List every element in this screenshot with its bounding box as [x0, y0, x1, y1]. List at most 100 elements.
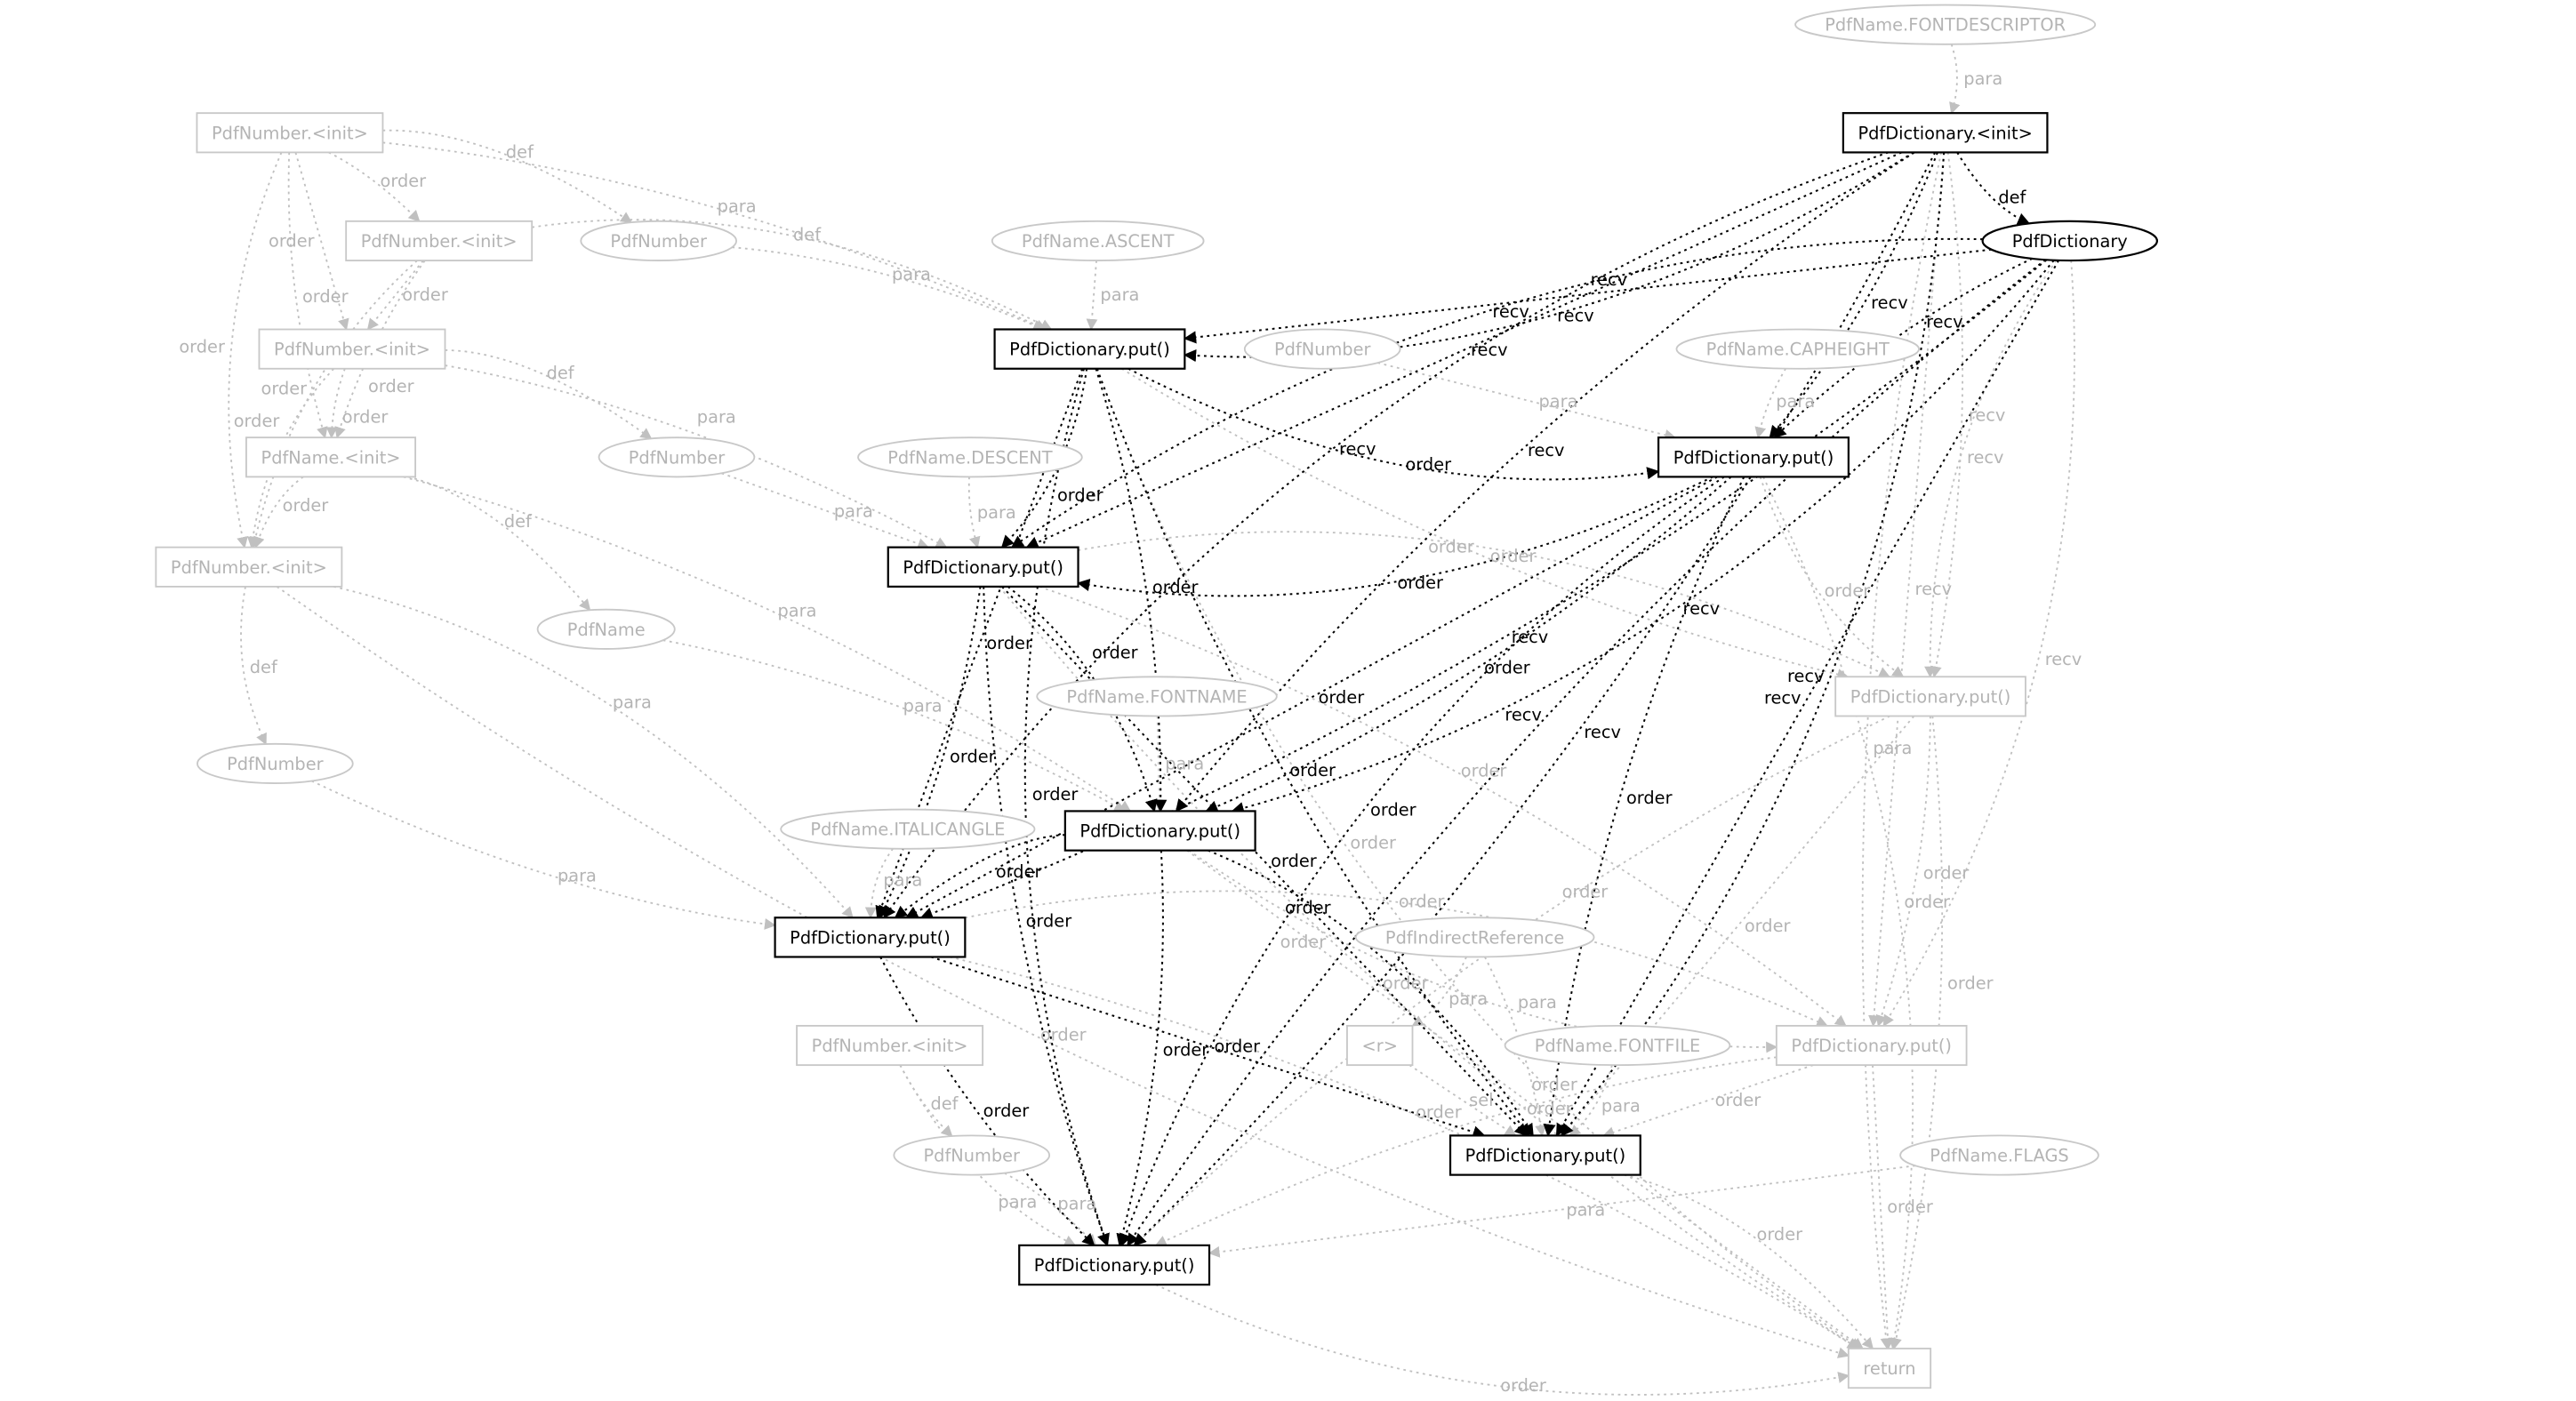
node-label: PdfName.ASCENT — [1022, 231, 1175, 252]
node-label: PdfName.FONTNAME — [1066, 686, 1247, 707]
value-node[interactable]: PdfNumber — [580, 220, 738, 262]
edge-label: order — [1405, 454, 1451, 475]
edge-order — [366, 260, 424, 331]
method-node[interactable]: return — [1847, 1348, 1932, 1389]
value-node[interactable]: PdfName.FONTFILE — [1504, 1024, 1731, 1067]
node-box — [1842, 112, 2049, 154]
value-node[interactable]: PdfIndirectReference — [1354, 917, 1595, 958]
node-label: return — [1863, 1358, 1915, 1379]
method-node[interactable]: PdfNumber.<init> — [155, 546, 343, 588]
edge-order — [1624, 1173, 1874, 1349]
value-node[interactable]: PdfName.FONTDESCRIPTOR — [1794, 4, 2097, 45]
edge-label: para — [903, 695, 943, 716]
edge-label: order — [983, 1101, 1030, 1121]
edge-label: recv — [1915, 579, 1953, 599]
edge-label: para — [1963, 68, 2002, 89]
value-node[interactable]: PdfName.FLAGS — [1899, 1134, 2099, 1176]
method-node[interactable]: PdfNumber.<init> — [345, 220, 534, 262]
edge-order — [1001, 586, 1528, 1137]
edge-label: order — [1397, 572, 1443, 593]
edge-label: order — [1280, 932, 1327, 952]
edge-label: def — [930, 1093, 959, 1114]
edge-label: order — [1289, 760, 1336, 781]
method-node[interactable]: PdfNumber.<init> — [258, 328, 446, 370]
edge-label: recv — [1471, 340, 1508, 360]
node-box — [993, 328, 1186, 370]
value-node[interactable]: PdfName.FONTNAME — [1036, 676, 1278, 717]
edge-order — [965, 890, 1828, 1028]
node-label: PdfName.FLAGS — [1930, 1146, 2068, 1166]
edge-label: recv — [1584, 722, 1621, 742]
node-box — [1018, 1244, 1211, 1286]
method-node[interactable]: PdfDictionary.put() — [993, 328, 1186, 370]
value-node[interactable]: PdfName — [536, 608, 676, 650]
method-node[interactable]: <r> — [1346, 1024, 1414, 1067]
node-label: PdfNumber — [1274, 340, 1371, 360]
edge-label: recv — [1926, 311, 1963, 332]
edge-para — [1377, 362, 1677, 441]
edge-label: para — [1776, 391, 1815, 412]
method-node[interactable]: PdfDictionary.put() — [1448, 1134, 1641, 1176]
node-label: PdfName.FONTDESCRIPTOR — [1825, 15, 2066, 36]
edge-label: order — [1428, 537, 1474, 557]
edge-label: order — [1215, 1036, 1261, 1056]
node-label: PdfDictionary.put() — [1465, 1146, 1626, 1166]
node-box — [196, 112, 384, 154]
method-node[interactable]: PdfDictionary.put() — [774, 917, 967, 958]
method-node[interactable]: PdfDictionary.put() — [1775, 1024, 1968, 1067]
edge-order — [328, 151, 421, 222]
edge-para — [732, 246, 1046, 331]
edge-label: para — [1165, 753, 1204, 773]
edge-label: order — [996, 861, 1042, 882]
edge-label: order — [1825, 580, 1871, 601]
value-node[interactable]: PdfNumber — [1243, 328, 1401, 370]
method-node[interactable]: PdfDictionary.put() — [1018, 1244, 1211, 1286]
node-label: PdfName.<init> — [261, 447, 401, 468]
edge-order — [1759, 476, 1905, 678]
edge-label: para — [1100, 284, 1139, 305]
value-node[interactable]: PdfNumber — [197, 742, 354, 785]
edge-para — [967, 476, 981, 548]
method-node[interactable]: PdfDictionary.put() — [1063, 810, 1256, 852]
value-node[interactable]: PdfNumber — [598, 436, 756, 478]
method-node[interactable]: PdfDictionary.put() — [1657, 436, 1850, 478]
edge-label: recv — [1591, 269, 1628, 290]
edge-order — [1762, 476, 1914, 1350]
method-node[interactable]: PdfName.<init> — [245, 436, 417, 478]
method-node[interactable]: PdfNumber.<init> — [196, 112, 384, 154]
edge-label: recv — [1512, 627, 1549, 647]
value-node[interactable]: PdfName.CAPHEIGHT — [1675, 328, 1920, 370]
edge-label: para — [613, 692, 652, 713]
value-node[interactable]: PdfName.ITALICANGLE — [780, 808, 1036, 850]
method-node[interactable]: PdfDictionary.put() — [887, 546, 1079, 588]
edge-def — [899, 1064, 953, 1138]
value-node[interactable]: PdfNumber — [893, 1134, 1051, 1176]
value-node[interactable]: PdfName.ASCENT — [991, 220, 1205, 262]
node-label: PdfName.ITALICANGLE — [810, 820, 1005, 840]
method-node[interactable]: PdfDictionary.put() — [1834, 676, 2026, 717]
edge-label: para — [1448, 989, 1488, 1009]
edge-label: para — [1539, 391, 1578, 412]
edge-recv — [1930, 152, 1963, 678]
edge-label: order — [1527, 1099, 1573, 1119]
edge-recv — [1010, 237, 1983, 548]
edge-label: recv — [2045, 649, 2082, 669]
edge-para — [662, 639, 1127, 813]
edge-recv — [883, 151, 1890, 919]
node-label: PdfNumber.<init> — [361, 231, 518, 252]
edge-label: para — [1057, 1194, 1096, 1214]
edge-label: order — [1484, 658, 1530, 678]
edge-order — [1872, 1065, 1894, 1350]
value-node[interactable]: PdfName.DESCENT — [857, 436, 1083, 478]
edge-para — [1208, 1165, 1916, 1258]
edge-def — [532, 219, 1053, 331]
edge-label: para — [977, 502, 1016, 523]
method-node[interactable]: PdfDictionary.<init> — [1842, 112, 2049, 154]
edge-label: order — [1092, 642, 1138, 662]
node-label: PdfNumber.<init> — [812, 1036, 968, 1056]
edge-label: def — [250, 657, 278, 677]
edge-label: order — [269, 230, 315, 251]
edge-order — [1875, 716, 1931, 1028]
value-node[interactable]: PdfDictionary — [1981, 220, 2159, 262]
method-node[interactable]: PdfNumber.<init> — [796, 1024, 984, 1067]
